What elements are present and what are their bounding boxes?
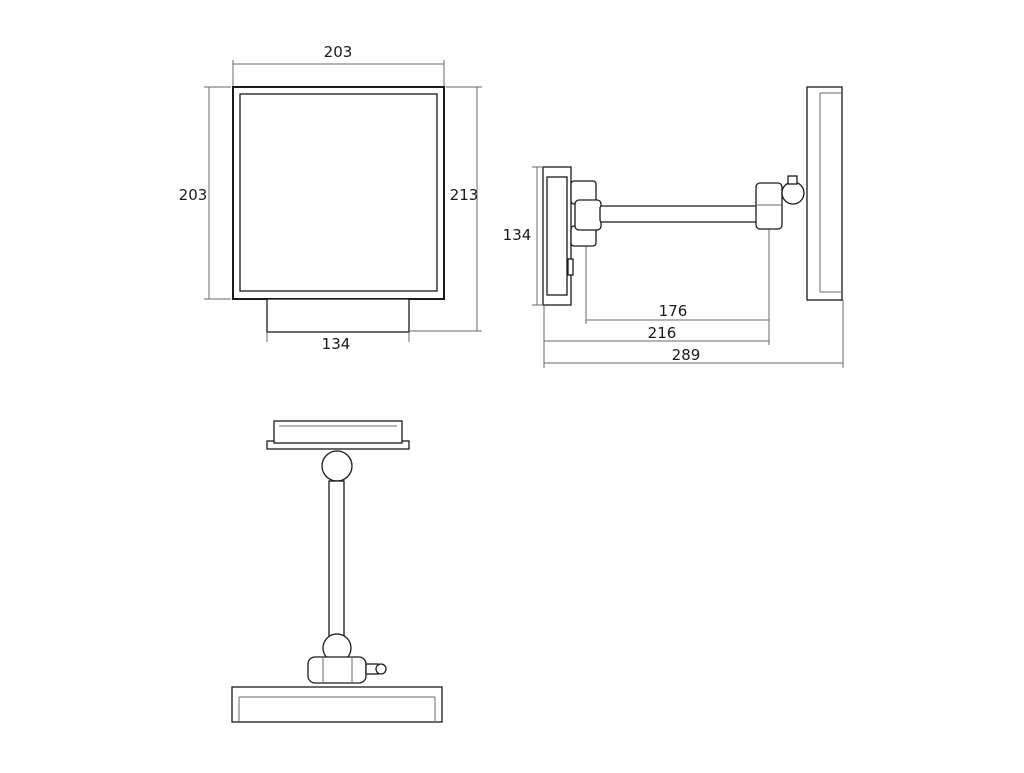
top-mirror-edge <box>231 686 443 723</box>
side-arm-total-label: 216 <box>648 324 677 342</box>
side-arm-length-label: 176 <box>659 302 688 320</box>
front-mirror-base <box>266 298 410 333</box>
side-total-depth-label: 289 <box>672 346 701 364</box>
front-total-height-label: 213 <box>450 186 479 204</box>
front-height-label: 203 <box>179 186 208 204</box>
front-width-label: 203 <box>324 43 353 61</box>
top-lower-joint-body <box>307 656 367 684</box>
front-base-width-label: 134 <box>322 335 351 353</box>
side-view: 134 176 216 289 <box>503 86 844 368</box>
side-wall-plate-switch <box>567 258 574 276</box>
side-mirror-knob <box>781 181 805 205</box>
side-wall-joint-middle <box>574 199 602 231</box>
front-mirror-frame <box>232 86 445 300</box>
front-mirror-glass <box>239 93 438 292</box>
side-arm <box>599 205 761 223</box>
front-view: 203 203 213 134 <box>179 43 482 353</box>
side-plate-height-label: 134 <box>503 226 532 244</box>
top-view <box>231 420 443 723</box>
side-mirror-profile <box>806 86 843 301</box>
side-wall-plate-inner <box>546 176 568 296</box>
top-arm <box>328 480 345 637</box>
top-knob <box>375 663 387 675</box>
side-mirror-knob-stem <box>787 175 798 185</box>
top-upper-joint <box>321 450 353 482</box>
side-mirror-joint <box>755 182 783 230</box>
top-wall-plate-rim <box>273 420 403 444</box>
